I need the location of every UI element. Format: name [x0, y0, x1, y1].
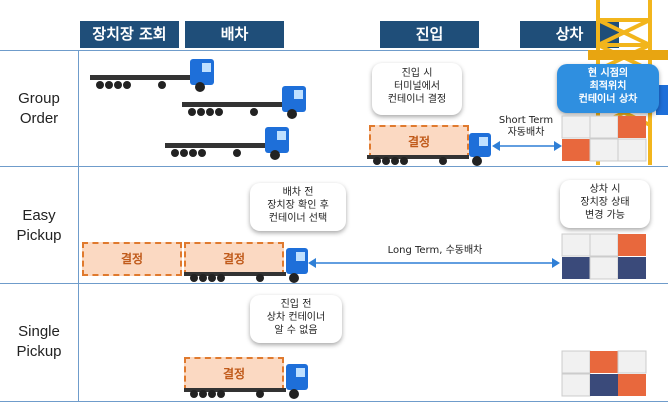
long-term-label: Long Term, 수동배차 [387, 245, 483, 256]
row-label-group-order: Group Order [0, 89, 78, 129]
bubble-line: 최적위치 [589, 81, 627, 92]
container-stack-icon [561, 233, 646, 280]
bubble-line: 알 수 없음 [274, 325, 318, 336]
long-term-arrow [308, 258, 560, 268]
yard-change-bubble: 상차 시 장치장 상태 변경 가능 [560, 180, 650, 228]
header-entry: 진입 [380, 21, 479, 48]
entry-decision-bubble: 진입 시 터미널에서 컨테이너 결정 [372, 63, 462, 115]
row-divider-1 [0, 166, 668, 167]
decided-container-box: 결정 [369, 125, 469, 159]
dispatch-selection-bubble: 배차 전 장치장 확인 후 컨테이너 선택 [250, 183, 346, 231]
bubble-line: 진입 전 [280, 299, 312, 310]
arrow-label-line: Short Term [498, 115, 554, 126]
row-divider-bottom [0, 401, 668, 402]
bubble-line: 장치장 확인 후 [267, 200, 329, 211]
bubble-line: 현 시점의 [587, 68, 629, 79]
truck-icon [367, 133, 491, 166]
truck-icon [165, 127, 289, 160]
bubble-line: 장치장 상태 [580, 197, 630, 208]
bubble-line: 컨테이너 상차 [578, 94, 638, 105]
header-loading: 상차 [520, 21, 619, 48]
bubble-line: 배차 전 [282, 187, 314, 198]
row-label-line1: Group [18, 90, 60, 107]
row-divider-2 [0, 283, 668, 284]
decided-container-box: 결정 [82, 242, 182, 276]
bubble-line: 터미널에서 [394, 81, 440, 92]
bubble-line: 상차 시 [589, 184, 621, 195]
bubble-line: 컨테이너 선택 [268, 213, 328, 224]
row-label-line1: Easy [22, 207, 56, 224]
container-stack-icon [561, 350, 647, 397]
short-term-arrow [492, 141, 562, 151]
row-label-line2: Pickup [16, 227, 62, 244]
header-dispatch: 배차 [185, 21, 284, 48]
optimal-container-bubble: 현 시점의 최적위치 컨테이너 상차 [557, 64, 659, 113]
row-divider-top [0, 50, 668, 51]
bubble-line: 컨테이너 결정 [387, 94, 447, 105]
header-yard-lookup: 장치장 조회 [80, 21, 179, 48]
row-label-line1: Single [18, 323, 60, 340]
bubble-line: 진입 시 [401, 68, 433, 79]
bubble-line: 변경 가능 [585, 210, 625, 221]
truck-icon [184, 364, 308, 399]
short-term-label: Short Term 자동배차 [494, 115, 558, 139]
arrow-label-line: 자동배차 [507, 127, 545, 138]
bubble-line: 상차 컨테이너 [266, 312, 326, 323]
truck-icon [182, 86, 306, 119]
label-column-divider [78, 50, 79, 401]
unknown-container-bubble: 진입 전 상차 컨테이너 알 수 없음 [250, 295, 342, 343]
row-label-single-pickup: Single Pickup [0, 322, 78, 362]
row-label-line2: Order [19, 110, 59, 127]
truck-icon [90, 59, 214, 92]
container-stack-icon [561, 115, 647, 162]
row-label-line2: Pickup [16, 343, 62, 360]
row-label-easy-pickup: Easy Pickup [0, 206, 78, 246]
truck-icon [184, 248, 308, 283]
